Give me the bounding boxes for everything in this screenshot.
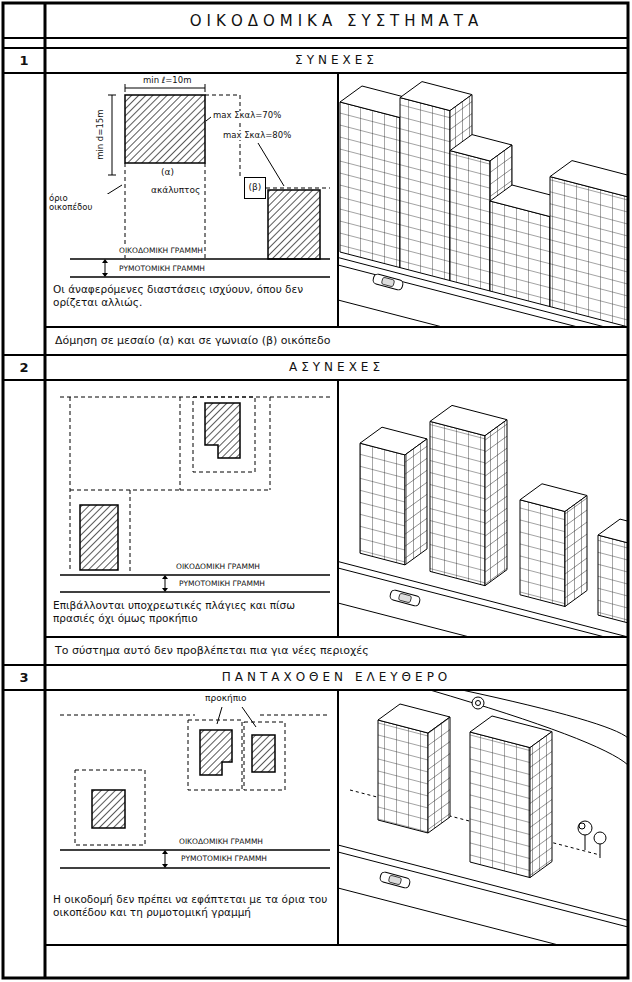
table-frame [3,3,628,978]
section-heading: ΑΣΥΝΕΧΕΣ [45,355,628,380]
panel-note: Επιβάλλονται υποχρεωτικές πλάγιες και πί… [53,599,325,625]
section-heading: ΠΑΝΤΑΧΟΘΕΝ ΕΛΕΥΘΕΡΟ [45,665,628,690]
site-plan [60,397,330,592]
lot-marker: (β) [249,182,262,193]
dimension-label: min d=15m [96,106,105,164]
open-space-label: ακάλυπτος [150,186,201,196]
caption-text: Δόμηση σε μεσαίο (α) και σε γωνιαίο (β) … [55,334,330,347]
street-view [338,82,628,327]
line-label: ΟΙΚΟΔΟΜΙΚΗ ΓΡΑΜΜΗ [175,563,261,571]
plan-panel: Η οικοδομή δεν πρέπει να εφάπτεται με τα… [45,690,338,945]
number-text: 2 [19,360,28,376]
coverage-label: max Σκαλ=70% [212,111,282,120]
panel-note: Οι άναφερόμενες διαστάσεις ισχύουν, όπου… [53,283,331,309]
heading-text: ΑΣΥΝΕΧΕΣ [289,360,384,374]
front-yard-label: προκήπιο [204,694,248,704]
line-label: ΟΙΚΟΔΟΜΙΚΗ ΓΡΑΜΜΗ [178,838,264,846]
coverage-label: max Σκαλ=80% [222,131,292,140]
line-label: ΡΥΜΟΤΟΜΙΚΗ ΓΡΑΜΜΗ [180,855,268,863]
line-label: ΟΙΚΟΔΟΜΙΚΗ ΓΡΑΜΜΗ [118,247,204,255]
lot-marker-box: (β) [244,177,266,199]
plan-panel: Επιβάλλονται υποχρεωτικές πλάγιες και πί… [45,380,338,637]
number-text: 3 [19,670,28,686]
caption-band: Δόμηση σε μεσαίο (α) και σε γωνιαίο (β) … [45,327,628,355]
boundary-label: όριο οικοπέδου [48,194,108,213]
site-plan [70,84,330,277]
section-number: 3 [3,665,45,690]
dimension-label: min ℓ=10m [142,76,192,85]
street-view [338,405,628,637]
section-heading: ΣΥΝΕΧΕΣ [45,48,628,73]
panel-note: Η οικοδομή δεν πρέπει να εφάπτεται με τα… [53,893,331,919]
site-plan [60,707,330,868]
caption-text: Το σύστημα αυτό δεν προβλέπεται πια για … [55,644,369,657]
section-number: 2 [3,355,45,380]
line-label: ΡΥΜΟΤΟΜΙΚΗ ΓΡΑΜΜΗ [178,580,266,588]
heading-text: ΠΑΝΤΑΧΟΘΕΝ ΕΛΕΥΘΕΡΟ [222,670,452,684]
line-label: ΡΥΜΟΤΟΜΙΚΗ ΓΡΑΜΜΗ [118,265,206,273]
heading-text: ΣΥΝΕΧΕΣ [295,53,378,67]
street-view [338,690,628,945]
diagram-title: ΟΙΚΟΔΟΜΙΚΑ ΣΥΣΤΗΜΑΤΑ [45,3,628,38]
number-text: 1 [19,53,28,69]
lot-label: (α) [160,168,175,178]
caption-band: Το σύστημα αυτό δεν προβλέπεται πια για … [45,637,628,665]
section-number: 1 [3,48,45,73]
